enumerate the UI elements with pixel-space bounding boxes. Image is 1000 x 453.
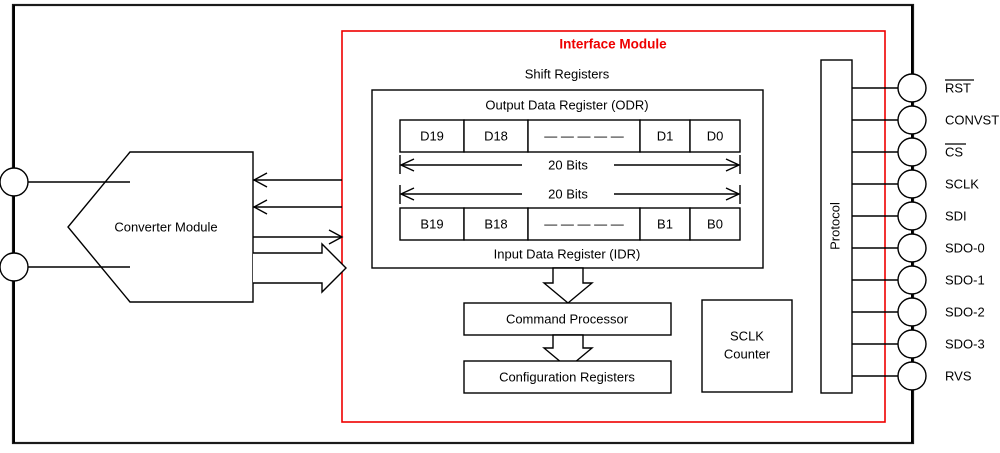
sclk-counter-box[interactable] bbox=[701, 299, 793, 393]
idr-cell-1 bbox=[463, 207, 529, 241]
odr-cell-0-label: D19 bbox=[420, 128, 444, 143]
idr-cell-3 bbox=[639, 207, 691, 241]
left-pin-lower[interactable] bbox=[0, 252, 29, 282]
pin-label-sclk: SCLK bbox=[945, 176, 979, 191]
pin-label-cs: CS bbox=[945, 144, 963, 159]
idr-cell-0 bbox=[399, 207, 465, 241]
pin-label-sdo-2: SDO-2 bbox=[945, 304, 985, 319]
odr-dim-arrow-left bbox=[399, 158, 415, 172]
pin-circle-sdi[interactable] bbox=[897, 201, 927, 231]
idr-cell-2 bbox=[527, 207, 641, 241]
idr-dim-label: 20 Bits bbox=[548, 186, 588, 201]
command-processor-box[interactable] bbox=[463, 302, 672, 336]
converter-link-2-arrowhead bbox=[252, 199, 268, 215]
converter-data-bus-arrow bbox=[253, 242, 347, 294]
pin-circle-sdo-1[interactable] bbox=[897, 265, 927, 295]
pin-circle-sdo-2[interactable] bbox=[897, 297, 927, 327]
idr-dim-arrow-left bbox=[399, 187, 415, 201]
converter-link-3-arrowhead bbox=[328, 229, 344, 245]
pin-label-rst: RST bbox=[945, 80, 971, 95]
pin-label-sdi: SDI bbox=[945, 208, 967, 223]
pin-circle-sdo-3[interactable] bbox=[897, 329, 927, 359]
output-register-cells: D19 D18 — — — — — D1 D0 bbox=[399, 119, 741, 153]
pin-circle-rvs[interactable] bbox=[897, 361, 927, 391]
odr-cell-4-label: D0 bbox=[707, 128, 724, 143]
interface-module-boundary bbox=[341, 30, 886, 423]
odr-cell-1-label: D18 bbox=[484, 128, 508, 143]
idr-to-command-processor-arrow bbox=[542, 267, 594, 304]
sclk-counter-label-line2: Counter bbox=[724, 346, 771, 361]
left-pin-upper[interactable] bbox=[0, 167, 29, 197]
idr-cell-1-label: B18 bbox=[484, 216, 507, 231]
pin-circle-cs[interactable] bbox=[897, 137, 927, 167]
idr-cell-3-label: B1 bbox=[657, 216, 673, 231]
pin-label-convst: CONVST bbox=[945, 112, 999, 127]
pin-label-sdo-3: SDO-3 bbox=[945, 336, 985, 351]
odr-cell-3-label: D1 bbox=[657, 128, 674, 143]
pin-circle-sclk[interactable] bbox=[897, 169, 927, 199]
odr-cell-4 bbox=[689, 119, 741, 153]
pin-label-sdo-1: SDO-1 bbox=[945, 272, 985, 287]
pin-circle-rst[interactable] bbox=[897, 73, 927, 103]
converter-module-label: Converter Module bbox=[114, 219, 217, 234]
converter-link-1-arrowhead bbox=[252, 172, 268, 188]
idr-cell-2-label: — — — — — bbox=[544, 216, 623, 231]
idr-dim-arrow-right bbox=[725, 187, 741, 201]
odr-cell-2-label: — — — — — bbox=[544, 128, 623, 143]
shift-registers-box bbox=[371, 89, 764, 269]
pin-label-rvs: RVS bbox=[945, 368, 972, 383]
shift-registers-heading: Shift Registers bbox=[525, 66, 610, 81]
idr-cell-4 bbox=[689, 207, 741, 241]
protocol-box[interactable] bbox=[820, 59, 853, 394]
odr-dim-arrow-right bbox=[725, 158, 741, 172]
odr-width-dimension: 20 Bits bbox=[399, 155, 741, 174]
configuration-registers-label: Configuration Registers bbox=[499, 369, 635, 384]
output-data-register-label: Output Data Register (ODR) bbox=[485, 97, 648, 112]
pin-circle-sdo-0[interactable] bbox=[897, 233, 927, 263]
odr-cell-1 bbox=[463, 119, 529, 153]
idr-cell-4-label: B0 bbox=[707, 216, 723, 231]
command-processor-to-config-arrow bbox=[542, 334, 594, 369]
pin-circle-convst[interactable] bbox=[897, 105, 927, 135]
input-data-register-label: Input Data Register (IDR) bbox=[494, 246, 641, 261]
odr-cell-3 bbox=[639, 119, 691, 153]
configuration-registers-box[interactable] bbox=[463, 360, 672, 394]
idr-width-dimension: 20 Bits bbox=[399, 185, 741, 204]
protocol-label: Protocol bbox=[827, 202, 842, 250]
idr-dim-label-bg bbox=[522, 186, 614, 203]
pin-label-sdo-0: SDO-0 bbox=[945, 240, 985, 255]
command-processor-label: Command Processor bbox=[506, 311, 629, 326]
input-register-cells: B19 B18 — — — — — B1 B0 bbox=[399, 207, 741, 241]
idr-cell-0-label: B19 bbox=[420, 216, 443, 231]
odr-dim-label: 20 Bits bbox=[548, 157, 588, 172]
odr-dim-label-bg bbox=[522, 157, 614, 174]
interface-module-title: Interface Module bbox=[559, 37, 667, 52]
odr-cell-2 bbox=[527, 119, 641, 153]
sclk-counter-label-line1: SCLK bbox=[730, 328, 764, 343]
